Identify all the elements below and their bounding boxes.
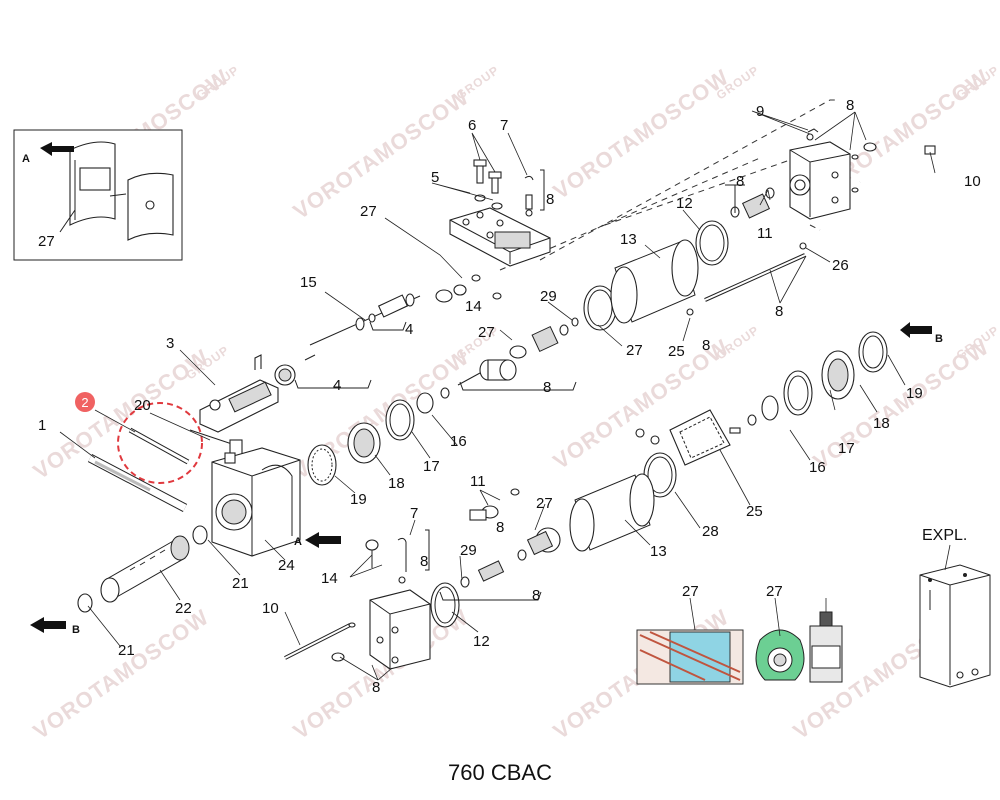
- label-part-6: 6: [468, 117, 476, 134]
- group-brackets: [294, 184, 745, 601]
- label-part-4-lower: 4: [333, 377, 341, 394]
- label-part-27-top: 27: [360, 203, 377, 220]
- label-part-25-mid: 25: [668, 343, 685, 360]
- label-part-16-right: 16: [809, 459, 826, 476]
- highlight-circle: [117, 402, 203, 484]
- gear-mechanism: [189, 354, 296, 459]
- right-seal-stack: [747, 322, 932, 426]
- label-part-7-top: 7: [500, 117, 508, 134]
- label-part-8-bottom-11: 8: [496, 519, 504, 536]
- label-part-8-mid: 8: [543, 379, 551, 396]
- label-part-8-top: 8: [546, 191, 554, 208]
- label-part-12-top: 12: [676, 195, 693, 212]
- label-part-17-right: 17: [838, 440, 855, 457]
- arrow-a-center-label: A: [294, 536, 302, 548]
- arrow-a-top-left-label: A: [22, 153, 30, 165]
- model-caption: 760 CBAC: [448, 760, 552, 785]
- label-part-8-rod-end: 8: [775, 303, 783, 320]
- label-part-19-right: 19: [906, 385, 923, 402]
- watermark-text-2: VOROTAMOSCOW: [289, 84, 474, 224]
- cylinder-13-lower: [569, 452, 677, 552]
- valve-block-lower: [284, 529, 431, 670]
- expl-label: EXPL.: [922, 527, 967, 544]
- label-part-27-lower-cyl: 28: [702, 523, 719, 540]
- lower-piston-assembly: [460, 488, 561, 588]
- label-part-3: 3: [166, 335, 174, 352]
- label-part-8-bottom-piston: 8: [532, 587, 540, 604]
- gasket-24: [635, 409, 741, 466]
- label-part-22: 22: [175, 600, 192, 617]
- kit-28-bottle: [809, 611, 843, 683]
- label-part-15: 15: [300, 274, 317, 291]
- label-part-23: 24: [278, 557, 295, 574]
- label-part-25-rod: 26: [832, 257, 849, 274]
- label-part-8-rod: 8: [702, 337, 710, 354]
- cylinder-13-upper: [583, 187, 775, 331]
- part-number-labels: 27 1 20 3 15 4 4 27 5 6 7 8 14 29 27 8 2…: [38, 97, 981, 696]
- watermark-sub-2: GROUP: [454, 63, 502, 103]
- label-part-20: 20: [134, 397, 151, 414]
- label-part-7-bottom: 7: [410, 505, 418, 522]
- highlight-badge: [75, 392, 95, 412]
- seal-12-lower: [430, 582, 460, 628]
- label-part-4-upper: 4: [405, 321, 413, 338]
- label-part-12-bottom: 12: [473, 633, 490, 650]
- rod-25: [686, 242, 807, 316]
- kit-27-bag: [755, 629, 805, 681]
- label-part-18-right: 18: [873, 415, 890, 432]
- label-part-26: 27: [682, 583, 699, 600]
- label-part-21-upper: 21: [232, 575, 249, 592]
- valve-block-top-right: [789, 128, 936, 220]
- label-part-16-left: 16: [450, 433, 467, 450]
- label-part-29-bottom: 29: [460, 542, 477, 559]
- arrow-b-left-label: B: [72, 624, 80, 636]
- label-part-9: 9: [756, 103, 764, 120]
- middle-piston-assembly: [457, 317, 579, 386]
- kit-26: [636, 629, 744, 685]
- label-part-14-top: 14: [465, 298, 482, 315]
- highlight-badge-number: 2: [81, 395, 88, 410]
- label-part-27-mid: 27: [478, 324, 495, 341]
- label-part-24: 25: [746, 503, 763, 520]
- label-part-27-inset: 27: [38, 233, 55, 250]
- label-part-27-kit: 27: [766, 583, 783, 600]
- piston-rod-1: [87, 454, 188, 512]
- highlighted-part-2: 2: [75, 392, 203, 484]
- label-part-13-lower: 13: [650, 543, 667, 560]
- label-part-11-top: 11: [757, 225, 773, 242]
- label-part-11-bottom: 11: [470, 473, 486, 490]
- label-part-8-block: 8: [846, 97, 854, 114]
- label-part-10-bottom: 10: [262, 600, 279, 617]
- label-part-8-bottom-block: 8: [372, 679, 380, 696]
- watermark-text-3: VOROTAMOSCOW: [549, 64, 734, 204]
- expl-unit: [919, 564, 991, 688]
- label-part-27-bottom: 27: [536, 495, 553, 512]
- upper-rod-assembly: [304, 274, 502, 361]
- inset-detail-a: [13, 129, 183, 261]
- arrow-b-right-label: B: [935, 333, 943, 345]
- label-part-19-left: 19: [350, 491, 367, 508]
- left-seal-stack: [307, 387, 450, 486]
- leader-lines: [59, 110, 951, 681]
- label-part-13-top: 13: [620, 231, 637, 248]
- label-part-29-top: 29: [540, 288, 557, 305]
- label-part-1: 1: [38, 417, 46, 434]
- label-part-18-left: 18: [388, 475, 405, 492]
- label-part-21-lower: 21: [118, 642, 135, 659]
- label-part-5: 5: [431, 169, 439, 186]
- sleeve-22: [30, 525, 341, 633]
- main-housing-23: [211, 447, 301, 557]
- top-plate-assembly: [449, 159, 551, 267]
- label-part-17-left: 17: [423, 458, 440, 475]
- label-part-8-valve: 8: [736, 173, 744, 190]
- label-part-10-top: 10: [964, 173, 981, 190]
- label-part-8-bottom-valve: 8: [420, 553, 428, 570]
- label-part-14-bottom: 14: [321, 570, 338, 587]
- label-part-27-cyl: 27: [626, 342, 643, 359]
